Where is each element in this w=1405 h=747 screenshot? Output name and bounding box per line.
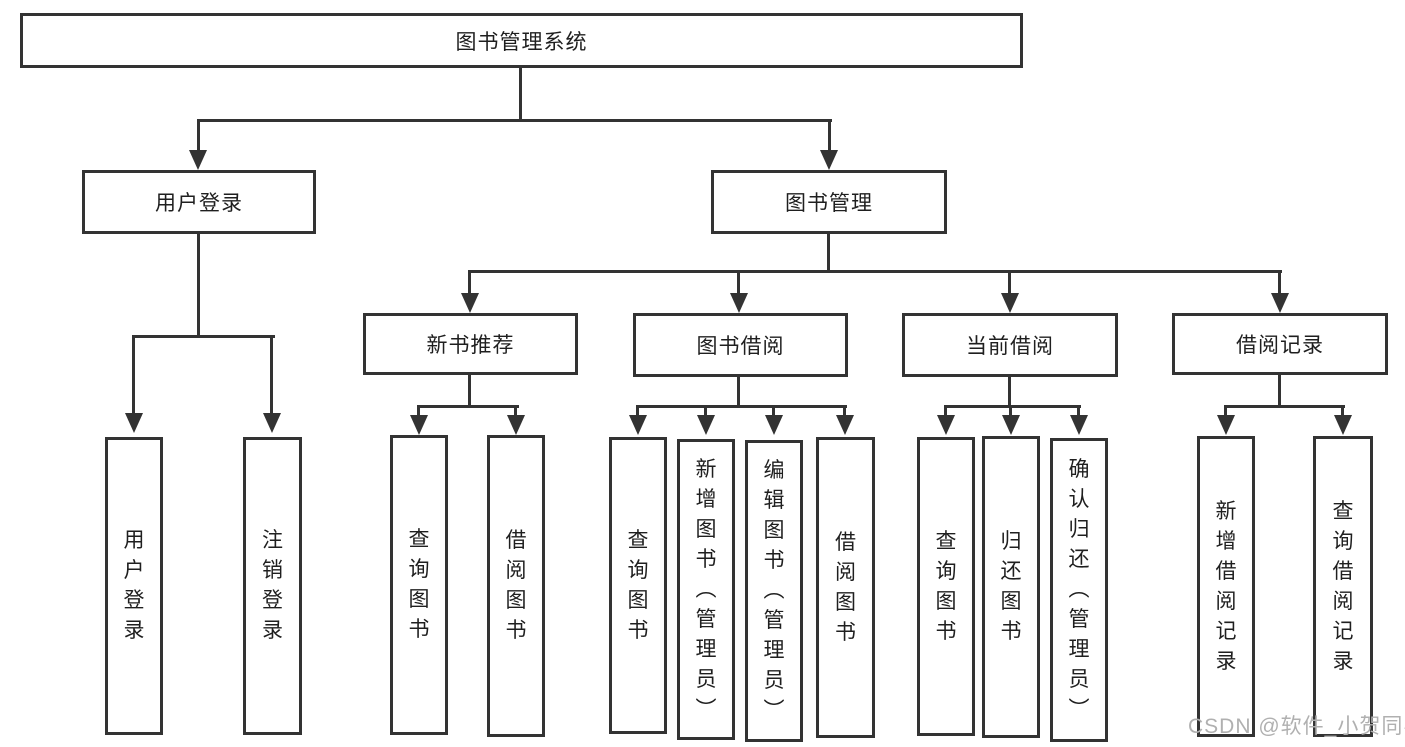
arrowhead-icon <box>1070 415 1088 435</box>
leaf-bookborrow-edit-book-admin: 编辑图书︵管理员︶ <box>745 440 803 742</box>
node-current-borrow: 当前借阅 <box>902 313 1118 377</box>
connector-bookborrow-drop-4 <box>843 405 846 415</box>
node-book-borrow: 图书借阅 <box>633 313 848 377</box>
leaf-newbook-query-book: 查询图书 <box>390 435 448 735</box>
connector-newbook-stem <box>468 375 471 408</box>
node-book-management: 图书管理 <box>711 170 947 234</box>
arrowhead-icon <box>629 415 647 435</box>
arrowhead-icon <box>697 415 715 435</box>
arrowhead-icon <box>1002 415 1020 435</box>
connector-currentborrow-drop-2 <box>1009 405 1012 415</box>
connector-currentborrow-stem <box>1008 377 1011 408</box>
leaf-record-query-borrow-record: 查询借阅记录 <box>1313 436 1373 737</box>
node-root: 图书管理系统 <box>20 13 1023 68</box>
arrowhead-icon <box>189 150 207 170</box>
connector-borrowrecord-stem <box>1278 375 1281 408</box>
connector-bookmgmt-rail <box>468 270 1282 273</box>
connector-userlogin-drop-1 <box>132 335 135 413</box>
connector-bookmgmt-drop-1 <box>468 270 471 293</box>
leaf-user-login: 用户登录 <box>105 437 163 735</box>
arrowhead-icon <box>937 415 955 435</box>
connector-currentborrow-drop-3 <box>1077 405 1080 415</box>
connector-bookmgmt-drop-3 <box>1008 270 1011 293</box>
connector-root-drop-left <box>197 119 200 150</box>
connector-userlogin-rail <box>132 335 275 338</box>
arrowhead-icon <box>263 413 281 433</box>
connector-newbook-rail <box>417 405 519 408</box>
node-current-borrow-label: 当前借阅 <box>966 335 1054 358</box>
arrowhead-icon <box>1271 293 1289 313</box>
leaf-currentborrow-confirm-return-admin: 确认归还︵管理员︶ <box>1050 438 1108 742</box>
csdn-watermark: CSDN @软件_小贺同学 <box>1188 715 1405 738</box>
arrowhead-icon <box>461 293 479 313</box>
connector-bookborrow-drop-3 <box>772 405 775 415</box>
arrowhead-icon <box>507 415 525 435</box>
arrowhead-icon <box>730 293 748 313</box>
arrowhead-icon <box>1217 415 1235 435</box>
node-new-book-recommend: 新书推荐 <box>363 313 578 375</box>
node-book-management-label: 图书管理 <box>785 192 873 215</box>
arrowhead-icon <box>765 415 783 435</box>
connector-userlogin-stem <box>197 234 200 338</box>
connector-newbook-drop-1 <box>417 405 420 415</box>
connector-bookmgmt-drop-4 <box>1278 270 1281 293</box>
node-book-borrow-label: 图书借阅 <box>696 335 785 358</box>
connector-bookborrow-drop-2 <box>704 405 707 415</box>
arrowhead-icon <box>1001 293 1019 313</box>
connector-newbook-drop-2 <box>514 405 517 415</box>
leaf-bookborrow-add-book-admin: 新增图书︵管理员︶ <box>677 439 735 740</box>
connector-userlogin-drop-2 <box>270 335 273 413</box>
connector-bookborrow-drop-1 <box>636 405 639 415</box>
connector-bookmgmt-drop-2 <box>737 270 740 293</box>
arrowhead-icon <box>820 150 838 170</box>
node-user-login: 用户登录 <box>82 170 316 234</box>
connector-currentborrow-rail <box>944 405 1081 408</box>
arrowhead-icon <box>1334 415 1352 435</box>
connector-borrowrecord-drop-2 <box>1341 405 1344 415</box>
connector-borrowrecord-rail <box>1224 405 1345 408</box>
leaf-newbook-borrow-book: 借阅图书 <box>487 435 545 737</box>
connector-bookmgmt-stem <box>827 234 830 273</box>
connector-currentborrow-drop-1 <box>944 405 947 415</box>
connector-root-drop-right <box>828 119 831 150</box>
connector-bookborrow-stem <box>737 377 740 408</box>
connector-borrowrecord-drop-1 <box>1224 405 1227 415</box>
connector-root-stem <box>519 68 522 121</box>
leaf-logout-login: 注销登录 <box>243 437 302 735</box>
node-borrow-record: 借阅记录 <box>1172 313 1388 375</box>
arrowhead-icon <box>410 415 428 435</box>
node-root-label: 图书管理系统 <box>455 30 588 54</box>
arrowhead-icon <box>125 413 143 433</box>
leaf-bookborrow-query-book: 查询图书 <box>609 437 667 734</box>
leaf-currentborrow-return-book: 归还图书 <box>982 436 1040 738</box>
node-new-book-recommend-label: 新书推荐 <box>426 334 515 357</box>
arrowhead-icon <box>836 415 854 435</box>
node-user-login-label: 用户登录 <box>155 192 243 215</box>
connector-bookborrow-rail <box>636 405 847 408</box>
leaf-currentborrow-query-book: 查询图书 <box>917 437 975 736</box>
leaf-record-add-borrow-record: 新增借阅记录 <box>1197 436 1255 737</box>
connector-root-rail <box>197 119 832 122</box>
leaf-bookborrow-borrow-book: 借阅图书 <box>816 437 875 738</box>
node-borrow-record-label: 借阅记录 <box>1236 334 1324 357</box>
